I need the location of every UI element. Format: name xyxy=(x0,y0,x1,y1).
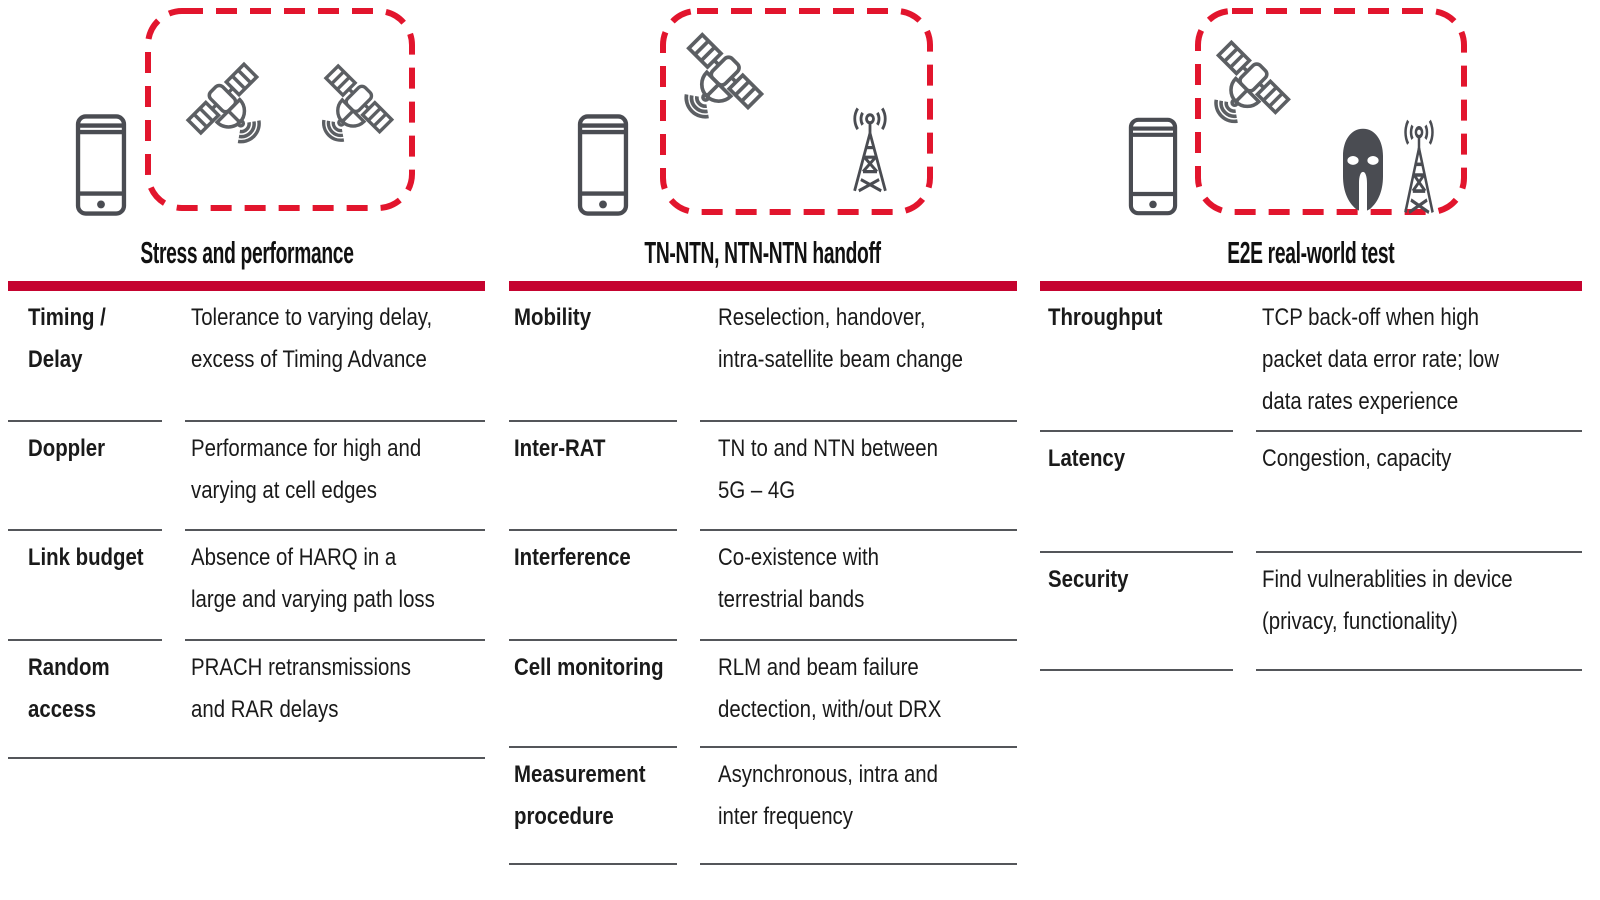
row-term: Timing /Delay xyxy=(8,291,162,422)
row-term-text: Latency xyxy=(1048,445,1126,472)
illustration-e2e xyxy=(1040,0,1582,232)
row-desc-text: Find vulnerablities in device(privacy, f… xyxy=(1262,566,1513,635)
section-divider-bar xyxy=(509,281,1017,291)
row-term-text: Mobility xyxy=(514,304,592,331)
spec-table-handoff: Mobility Reselection, handover,intra-sate… xyxy=(509,291,1017,865)
row-term-text: Throughput xyxy=(1048,304,1163,331)
row-term-text: Doppler xyxy=(28,435,106,462)
row-desc: Congestion, capacity xyxy=(1256,432,1582,553)
column-title: E2E real-world test xyxy=(1227,235,1395,270)
column-tn-ntn-handoff: TN-NTN, NTN-NTN handoff Mobility Reselect… xyxy=(509,0,1017,900)
row-term-text: Interference xyxy=(514,544,631,571)
row-term: Interference xyxy=(509,531,677,641)
satellite-icon xyxy=(165,56,265,156)
row-desc-text: Reselection, handover,intra-satellite be… xyxy=(718,304,963,373)
row-desc: Reselection, handover,intra-satellite be… xyxy=(700,291,1017,422)
column-e2e-test: E2E real-world test Throughput TCP back-o… xyxy=(1040,0,1582,900)
table-row: Latency Congestion, capacity xyxy=(1040,432,1582,553)
cell-tower-icon xyxy=(835,106,905,194)
row-term: Security xyxy=(1040,553,1233,671)
spartan-helmet-icon xyxy=(1339,127,1387,215)
spec-table-stress: Timing /Delay Tolerance to varying delay,… xyxy=(8,291,485,759)
table-row: Mobility Reselection, handover,intra-sate… xyxy=(509,291,1017,422)
smartphone-icon xyxy=(577,112,629,218)
row-term-text: Inter-RAT xyxy=(514,435,606,462)
illustration-handoff xyxy=(509,0,1017,232)
row-term: Inter-RAT xyxy=(509,422,677,531)
row-term: Cell monitoring xyxy=(509,641,677,748)
column-title: Stress and performance xyxy=(139,235,354,270)
row-term-text: Link budget xyxy=(28,544,144,571)
row-desc-text: Tolerance to varying delay,excess of Tim… xyxy=(191,304,433,373)
row-desc: Tolerance to varying delay,excess of Tim… xyxy=(185,291,485,422)
row-term: Latency xyxy=(1040,432,1233,553)
satellite-icon xyxy=(318,58,414,154)
section-divider-bar xyxy=(1040,281,1582,291)
cell-tower-icon xyxy=(1388,118,1450,216)
smartphone-icon xyxy=(1128,114,1178,219)
column-stress-and-performance: Stress and performance Timing /Delay Tole… xyxy=(8,0,485,900)
row-desc: Find vulnerablities in device(privacy, f… xyxy=(1256,553,1582,671)
satellite-icon xyxy=(1210,34,1312,136)
table-row: Timing /Delay Tolerance to varying delay,… xyxy=(8,291,485,422)
row-term-text: Timing /Delay xyxy=(28,304,106,373)
smartphone-icon xyxy=(75,112,127,218)
table-row: Security Find vulnerablities in device(pr… xyxy=(1040,553,1582,671)
row-term: Throughput xyxy=(1040,291,1233,432)
row-term-text: Cell monitoring xyxy=(514,654,664,681)
illustration-stress xyxy=(8,0,485,232)
row-desc-text: Congestion, capacity xyxy=(1262,445,1452,472)
section-divider-bar xyxy=(8,281,485,291)
dashed-coverage-box xyxy=(145,8,415,211)
row-term-text: Security xyxy=(1048,566,1129,593)
column-title: TN-NTN, NTN-NTN handoff xyxy=(644,235,882,270)
row-term: Mobility xyxy=(509,291,677,422)
row-term: Link budget xyxy=(8,531,162,641)
row-term: Doppler xyxy=(8,422,162,531)
satellite-icon xyxy=(680,26,786,132)
